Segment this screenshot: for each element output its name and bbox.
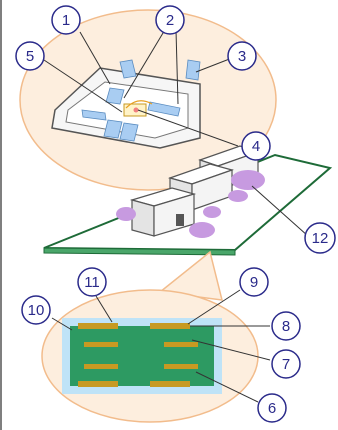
callout-4: 4 <box>242 132 270 160</box>
callout-8: 8 <box>272 312 300 340</box>
callout-6: 6 <box>258 394 286 422</box>
external-lead-top-right <box>186 60 200 80</box>
copper-bottom-left <box>78 381 118 387</box>
callout-7: 7 <box>272 350 300 378</box>
callout-6-label: 6 <box>268 400 276 417</box>
copper-inner-right <box>164 342 198 347</box>
copper-inner2-left <box>84 364 118 369</box>
solder-terminal-1 <box>231 170 265 190</box>
copper-inner2-right <box>164 364 198 369</box>
callout-1: 1 <box>52 6 80 34</box>
die-bond-pad <box>134 108 139 113</box>
core-layer <box>70 326 214 386</box>
copper-inner-left <box>84 342 118 347</box>
callout-10: 10 <box>22 296 50 324</box>
solder-terminal-4 <box>203 206 221 218</box>
callout-4-label: 4 <box>252 138 260 155</box>
solder-terminal-2 <box>116 207 136 221</box>
callout-2: 2 <box>156 6 184 34</box>
callout-7-label: 7 <box>282 356 290 373</box>
callout-2-label: 2 <box>166 12 174 29</box>
solder-terminal-5 <box>228 190 248 202</box>
solder-terminal-3 <box>189 222 215 238</box>
callout-9-label: 9 <box>250 274 258 291</box>
copper-bottom-right <box>150 381 190 387</box>
callout-3: 3 <box>228 42 256 70</box>
callout-12: 12 <box>305 223 335 253</box>
callout-3-label: 3 <box>238 48 246 65</box>
callout-5: 5 <box>16 42 44 70</box>
callout-10-label: 10 <box>28 302 45 319</box>
callout-9: 9 <box>240 268 268 296</box>
callout-8-label: 8 <box>282 318 290 335</box>
pcb-cross-section <box>62 318 222 394</box>
callout-1-label: 1 <box>62 12 70 29</box>
callout-11-label: 11 <box>84 274 100 291</box>
callout-12-label: 12 <box>312 230 329 247</box>
callout-5-label: 5 <box>26 48 34 65</box>
callout-11: 11 <box>78 268 106 296</box>
copper-top-right <box>150 323 190 329</box>
copper-top-left <box>78 323 118 329</box>
